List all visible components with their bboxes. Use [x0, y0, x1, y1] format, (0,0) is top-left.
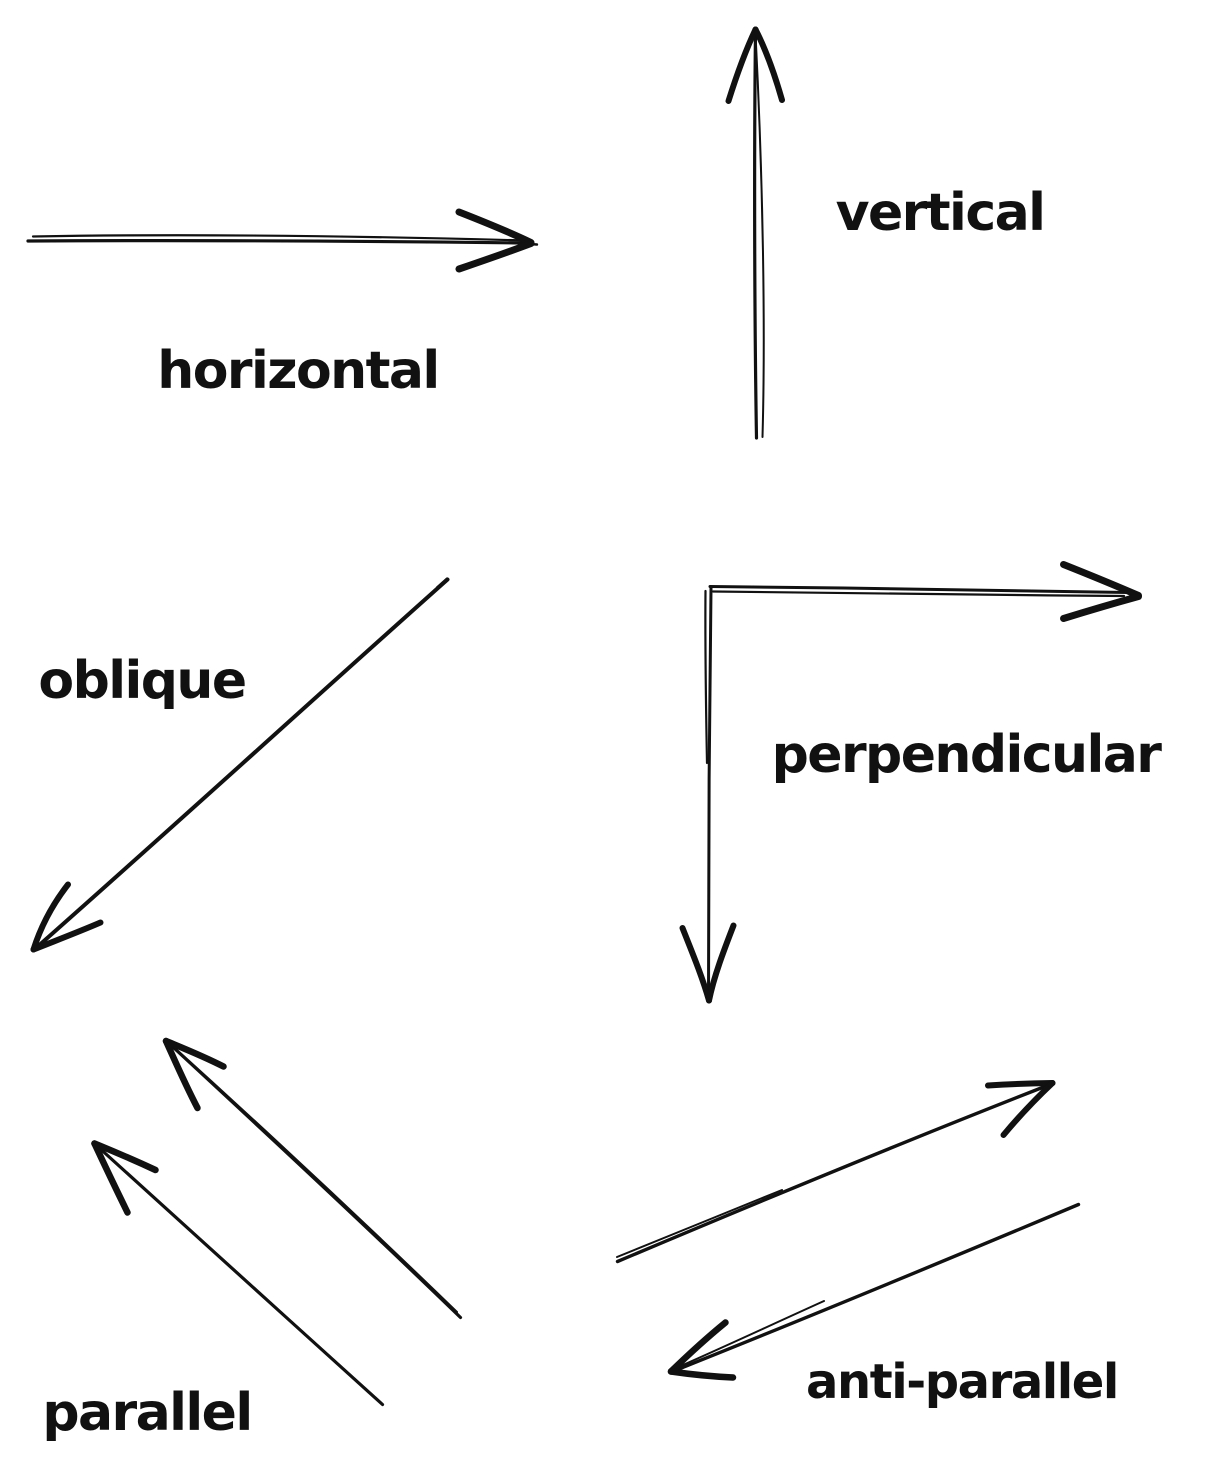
perpendicular-down-arrowhead-left-wing: [679, 925, 712, 1004]
perpendicular-down-arrow-shaft: [706, 586, 713, 1001]
vertical-arrow: vertical: [725, 26, 1046, 440]
perpendicular-down-arrowhead-right-wing: [706, 922, 737, 1004]
parallel-upper-arrowhead-lower-wing: [162, 1037, 201, 1112]
horizontal-arrow: horizontal: [26, 208, 539, 401]
horizontal-label: horizontal: [157, 341, 438, 401]
anti-parallel-upper-arrow-shaft-doubling: [616, 1189, 783, 1258]
perpendicular-arrows: perpendicular: [679, 561, 1164, 1004]
oblique-arrowhead-upper-wing: [30, 881, 71, 953]
anti-parallel-upper-arrow-shaft: [615, 1082, 1052, 1264]
oblique-arrow-shaft: [34, 577, 450, 950]
parallel-lower-arrowhead-lower-wing: [91, 1140, 131, 1216]
horizontal-arrowhead-upper-wing: [455, 208, 535, 246]
vertical-arrowhead-right-wing: [752, 26, 785, 103]
perpendicular-right-arrow-shaft: [708, 585, 1130, 594]
perpendicular-right-arrowhead-lower-wing: [1060, 593, 1142, 622]
parallel-lower-arrowhead-right-wing: [91, 1140, 159, 1174]
perpendicular-label: perpendicular: [772, 725, 1163, 785]
anti-parallel-lower-arrow-shaft: [673, 1202, 1081, 1373]
vertical-arrow-shaft-doubling: [754, 33, 765, 438]
vertical-arrowhead-left-wing: [725, 26, 759, 104]
perpendicular-right-arrow-shaft-doubling: [711, 590, 1126, 598]
oblique-arrow: oblique: [30, 577, 450, 953]
oblique-arrow-tail-hook: [436, 577, 449, 589]
vertical-arrow-shaft: [753, 28, 759, 440]
anti-parallel-upper-arrowhead-lower-wing: [1000, 1080, 1056, 1138]
perpendicular-down-arrow-shaft-doubling: [704, 589, 709, 765]
oblique-label: oblique: [38, 651, 245, 711]
anti-parallel-arrows: anti-parallel: [615, 1080, 1119, 1410]
anti-parallel-upper-arrowhead-back-wing: [985, 1080, 1056, 1089]
anti-parallel-lower-arrowhead-upper-wing: [667, 1319, 729, 1375]
parallel-upper-arrow-shaft-doubling: [170, 1044, 458, 1313]
vertical-label: vertical: [836, 183, 1045, 243]
parallel-lower-arrow-shaft-doubling: [98, 1147, 379, 1401]
parallel-arrows: parallel: [42, 1037, 463, 1443]
oblique-arrowhead-lower-wing: [30, 919, 104, 953]
horizontal-arrowhead-lower-wing: [455, 240, 535, 273]
anti-parallel-lower-arrowhead-back-wing: [667, 1368, 737, 1381]
perpendicular-right-arrowhead-upper-wing: [1060, 561, 1142, 599]
parallel-upper-arrow-shaft: [166, 1040, 463, 1320]
horizontal-arrow-shaft-doubling: [31, 234, 528, 242]
parallel-upper-arrowhead-right-wing: [162, 1037, 227, 1070]
anti-parallel-label: anti-parallel: [806, 1354, 1118, 1410]
anti-parallel-lower-arrow-shaft-doubling: [675, 1300, 825, 1369]
parallel-label: parallel: [42, 1383, 251, 1443]
horizontal-arrow-shaft: [26, 239, 529, 245]
